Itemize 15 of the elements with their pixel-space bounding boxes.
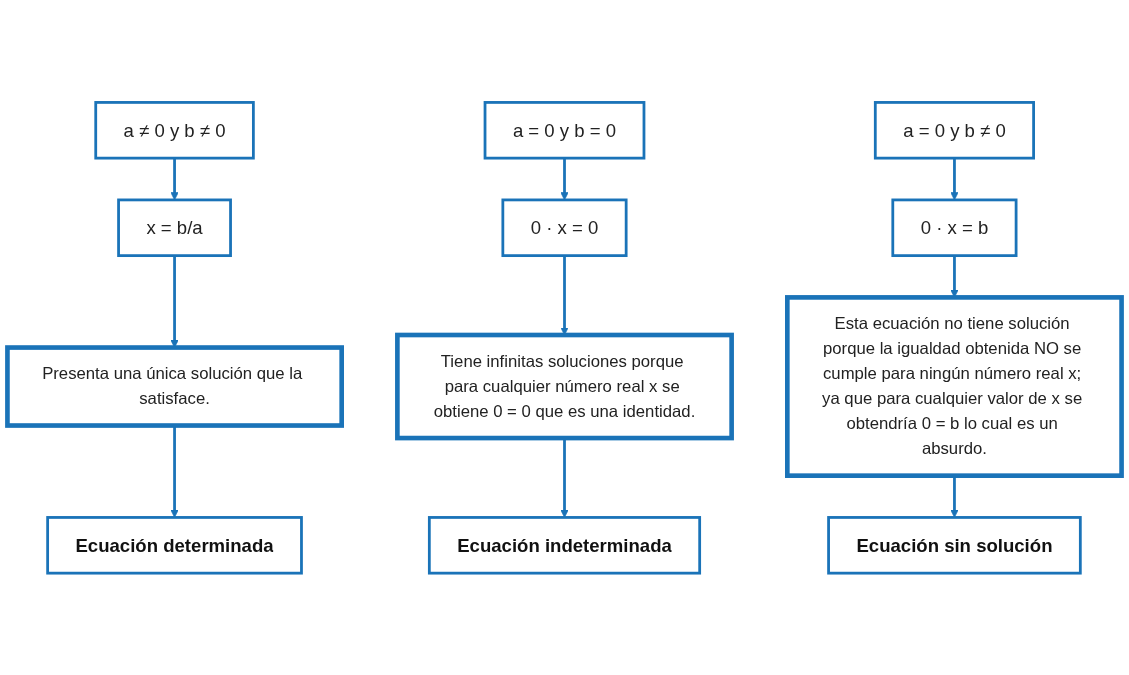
node-box: 0 · x = b <box>891 198 1018 257</box>
node-box: a = 0 y b = 0 <box>483 100 646 160</box>
arrow <box>170 157 179 200</box>
node-box: Ecuación sin solución <box>827 515 1082 575</box>
node-box: Esta ecuación no tiene solución porque la igualdad obtenida NO se cumple para ningún número real x; ya que para cualquier valor de x se obtendría 0 = b lo cual es un absurdo. <box>785 294 1124 478</box>
node-box: x = b/a <box>117 198 232 257</box>
node-box: a = 0 y b ≠ 0 <box>873 100 1035 160</box>
node-box: Tiene infinitas soluciones porque para cualquier número real x se obtiene 0 = 0 que es una identidad. <box>395 332 734 441</box>
arrow <box>950 157 959 200</box>
node-box: a ≠ 0 y b ≠ 0 <box>94 100 255 160</box>
arrow <box>560 157 569 200</box>
node-box: Ecuación determinada <box>46 515 303 575</box>
node-box: Ecuación indeterminada <box>427 515 702 575</box>
node-box: 0 · x = 0 <box>501 198 628 257</box>
node-box: Presenta una única solución que la satisface. <box>5 344 344 428</box>
